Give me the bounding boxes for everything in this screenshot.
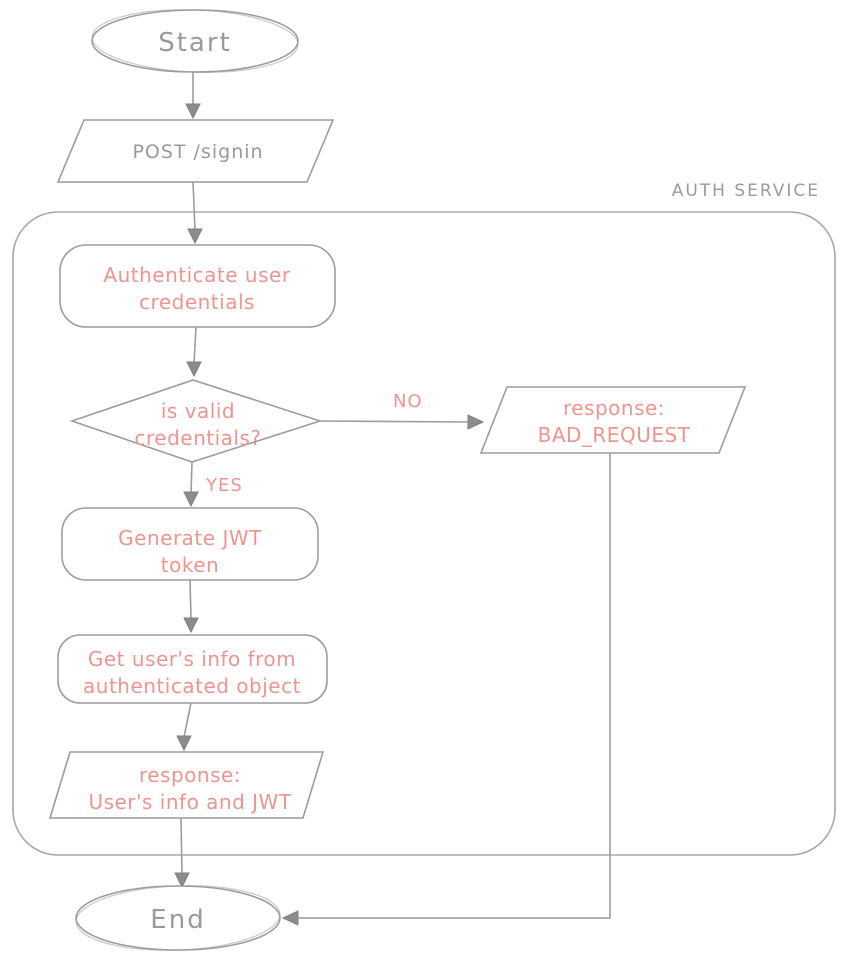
- end-node: End: [75, 885, 281, 951]
- is-valid-decision-node: is valid credentials?: [69, 379, 323, 463]
- post-signin-label: POST /signin: [132, 141, 263, 163]
- generate-jwt-line2: token: [161, 553, 219, 577]
- arrowhead-down-icon: [183, 491, 199, 508]
- authenticate-line2: credentials: [139, 290, 255, 314]
- response-ok-node: response: User's info and JWT: [48, 751, 325, 819]
- generate-jwt-line1: Generate JWT: [118, 526, 262, 550]
- edge-bad-request-to-end: [281, 452, 611, 926]
- edge-no-to-bad-request: NO: [319, 391, 485, 430]
- bad-request-line1: response:: [563, 396, 665, 420]
- authenticate-node: Authenticate user credentials: [59, 244, 336, 328]
- edge-label-yes: YES: [205, 475, 243, 496]
- post-signin-node: POST /signin: [56, 119, 335, 183]
- response-ok-line1: response:: [139, 763, 241, 787]
- end-label: End: [150, 905, 205, 935]
- edge-signin-to-authenticate: [187, 181, 203, 245]
- edge-yes-to-generate-jwt: YES: [183, 461, 243, 508]
- response-ok-line2: User's info and JWT: [88, 790, 291, 814]
- arrowhead-left-icon: [281, 910, 299, 926]
- arrowhead-down-icon: [176, 735, 192, 752]
- bad-request-node: response: BAD_REQUEST: [479, 386, 747, 454]
- edge-start-to-signin: [185, 72, 201, 120]
- arrowhead-down-icon: [187, 228, 203, 245]
- start-label: Start: [158, 28, 232, 58]
- auth-service-frame: [12, 211, 836, 856]
- is-valid-line1: is valid: [161, 399, 235, 423]
- bad-request-line2: BAD_REQUEST: [538, 423, 691, 447]
- edge-label-no: NO: [393, 391, 423, 412]
- edges: NO YES: [174, 72, 611, 926]
- arrowhead-down-icon: [183, 617, 199, 634]
- edge-authenticate-to-decision: [186, 326, 202, 378]
- arrowhead-down-icon: [185, 103, 201, 120]
- is-valid-line2: credentials?: [134, 426, 261, 450]
- edge-getinfo-to-response: [176, 702, 192, 752]
- get-user-info-node: Get user's info from authenticated objec…: [57, 634, 328, 704]
- start-node: Start: [91, 9, 299, 73]
- arrowhead-right-icon: [467, 414, 485, 430]
- arrowhead-down-icon: [174, 872, 190, 889]
- generate-jwt-node: Generate JWT token: [61, 507, 319, 581]
- get-user-info-line2: authenticated object: [83, 674, 301, 698]
- auth-service-label: AUTH SERVICE: [672, 181, 820, 201]
- auth-service-container: AUTH SERVICE: [12, 181, 836, 856]
- get-user-info-line1: Get user's info from: [88, 647, 296, 671]
- edge-generate-to-getinfo: [183, 579, 199, 634]
- authenticate-line1: Authenticate user: [103, 263, 290, 287]
- arrowhead-down-icon: [186, 361, 202, 378]
- edge-response-to-end: [174, 817, 190, 889]
